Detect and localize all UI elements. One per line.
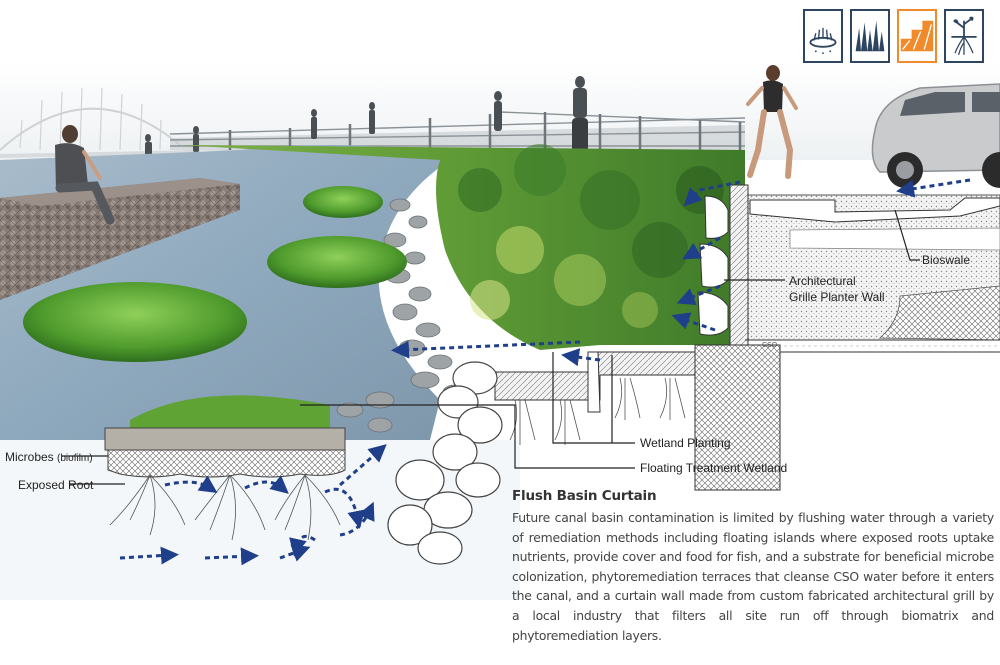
microbes-label: Microbes (biofilm): [5, 450, 93, 466]
gabion-base: [694, 344, 781, 491]
seated-person: [55, 125, 115, 225]
grille-wall-label-line1: Architectural: [789, 274, 856, 288]
grille-wall-label-line2: Grille Planter Wall: [789, 290, 885, 304]
cso-pipe: [745, 339, 1000, 353]
bioswale-section: [744, 194, 1000, 341]
microbes-text: Microbes: [5, 450, 54, 464]
bioswale-label: Bioswale: [922, 253, 971, 267]
root-plant-icon[interactable]: [944, 9, 984, 63]
parked-car: [871, 83, 1000, 188]
pedestrian-figures: [145, 76, 588, 166]
description-title: Flush Basin Curtain: [512, 488, 657, 504]
description-body: Future canal basin contamination is limi…: [512, 510, 994, 643]
phytoremediation-terraces: [494, 351, 696, 445]
floating-islands: [23, 186, 407, 428]
floating-island-section: [104, 427, 346, 541]
grille-planter-wall: [697, 184, 749, 346]
wetland-grass-icon[interactable]: [850, 9, 890, 63]
bank-foliage-texture: [458, 144, 724, 328]
floating-wetland-label: Floating Treatment Wetland: [640, 461, 788, 475]
description-block: Flush Basin Curtain Future canal basin c…: [512, 488, 994, 645]
gabion-steps: [0, 178, 240, 300]
exposed-root-label: Exposed Root: [18, 478, 94, 492]
biofilm-subtext: (biofilm): [57, 453, 93, 464]
boulder-curtain: [387, 361, 503, 565]
leader-lines: [62, 209, 920, 485]
floating-island-icon[interactable]: [803, 9, 843, 63]
flow-arrows: [119, 178, 971, 566]
cso-label: CSO: [762, 342, 778, 349]
terrace-wall-icon[interactable]: [897, 9, 937, 63]
wetland-planting-label: Wetland Planting: [640, 436, 731, 450]
underwater-section: [0, 440, 520, 600]
arch-bridge: [0, 87, 201, 158]
jogger-figure: [746, 65, 798, 179]
